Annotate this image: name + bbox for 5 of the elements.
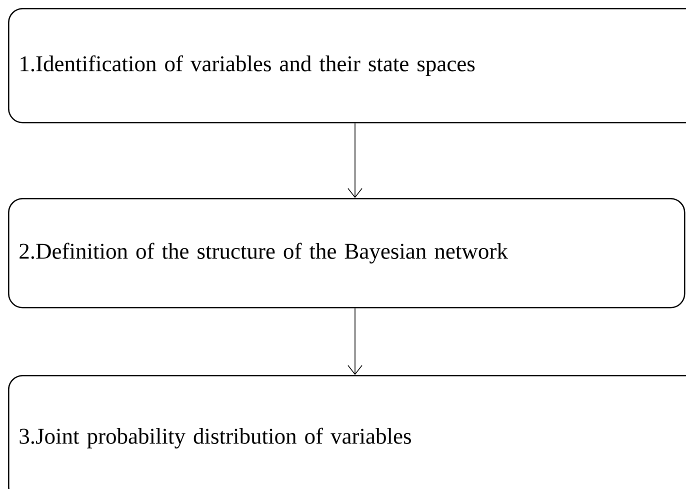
arrow <box>348 308 362 375</box>
process-box: 1.Identification of variables and their state spaces <box>8 8 686 124</box>
process-box: 3.Joint probability distribution of variables <box>8 374 686 489</box>
arrow <box>348 122 362 198</box>
process-box: 2.Definition of the structure of the Bayesian network <box>8 198 686 308</box>
